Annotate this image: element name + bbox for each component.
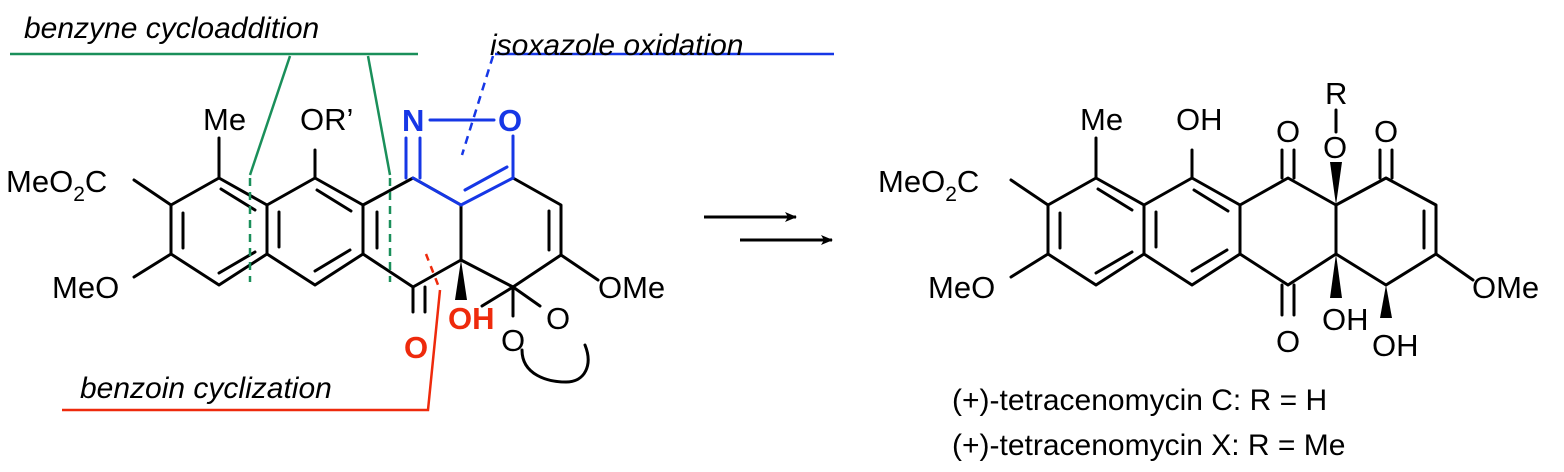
benzyne-annotation-lines: [10, 52, 418, 282]
right-ring-a-bonds: [1046, 176, 1146, 287]
left-methyl-label: Me: [203, 102, 246, 137]
left-oh-label: OH: [448, 301, 495, 336]
right-structure: [1009, 108, 1475, 318]
benzyne-label: benzyne cycloaddition: [24, 12, 319, 45]
right-oh-b-label: OH: [1372, 328, 1419, 363]
left-ketone-o-label: O: [404, 330, 428, 365]
right-substituent-bonds: [1009, 108, 1475, 317]
benzoin-label: benzoin cyclization: [80, 372, 332, 405]
right-r-label: R: [1325, 76, 1347, 111]
left-methyl-ester-label: MeO2C: [6, 164, 107, 206]
right-oh-top-label: OH: [1176, 102, 1223, 137]
right-ketone-top-o-label: O: [1276, 114, 1300, 149]
left-ome-label: OMe: [598, 270, 665, 305]
right-ome-label: OMe: [1472, 270, 1539, 305]
right-ether-o-label: O: [1323, 130, 1347, 165]
left-oh-wedge: [455, 260, 467, 300]
left-ring-b-bonds: [265, 176, 365, 287]
right-oh-wedge-a: [1330, 254, 1342, 298]
isoxazole-annotation-lines: [460, 52, 834, 156]
right-methyl-label: Me: [1080, 102, 1123, 137]
left-isoxazole-n-label: N: [402, 103, 424, 138]
left-ring-c-bonds: [361, 176, 463, 289]
right-ring-c-bonds: [1238, 176, 1338, 287]
caption-tetracenomycin-c: (+)-tetracenomycin C: R = H: [952, 384, 1327, 417]
left-methoxy-label: MeO: [52, 270, 119, 305]
right-oh-a-label: OH: [1322, 302, 1369, 337]
left-ring-d-bonds: [459, 176, 563, 289]
left-isoxazole-o-label: O: [498, 103, 522, 138]
reaction-arrows: [704, 212, 833, 245]
right-methyl-ester-label: MeO2C: [878, 164, 979, 206]
left-substituent-bonds: [132, 136, 600, 384]
left-ring-a-bonds: [169, 176, 269, 287]
right-oh-wedge-b: [1380, 285, 1392, 318]
right-ring-d-bonds: [1334, 176, 1438, 287]
left-structure: [132, 136, 600, 384]
benzoin-annotation-lines: [62, 253, 442, 412]
left-ketal-o2-label: O: [546, 301, 570, 336]
right-ring-b-bonds: [1142, 176, 1242, 287]
right-methoxy-label: MeO: [928, 270, 995, 305]
caption-tetracenomycin-x: (+)-tetracenomycin X: R = Me: [952, 429, 1345, 462]
right-oxygen-wedge: [1330, 162, 1342, 205]
right-enone-o-label: O: [1374, 114, 1398, 149]
isoxazole-label: isoxazole oxidation: [490, 29, 744, 62]
right-ketone-bottom-o-label: O: [1276, 324, 1300, 359]
left-or-prime-label: OR’: [300, 102, 353, 137]
left-isoxazole-bonds: [404, 118, 515, 207]
left-ketal-o1-label: O: [501, 323, 525, 358]
